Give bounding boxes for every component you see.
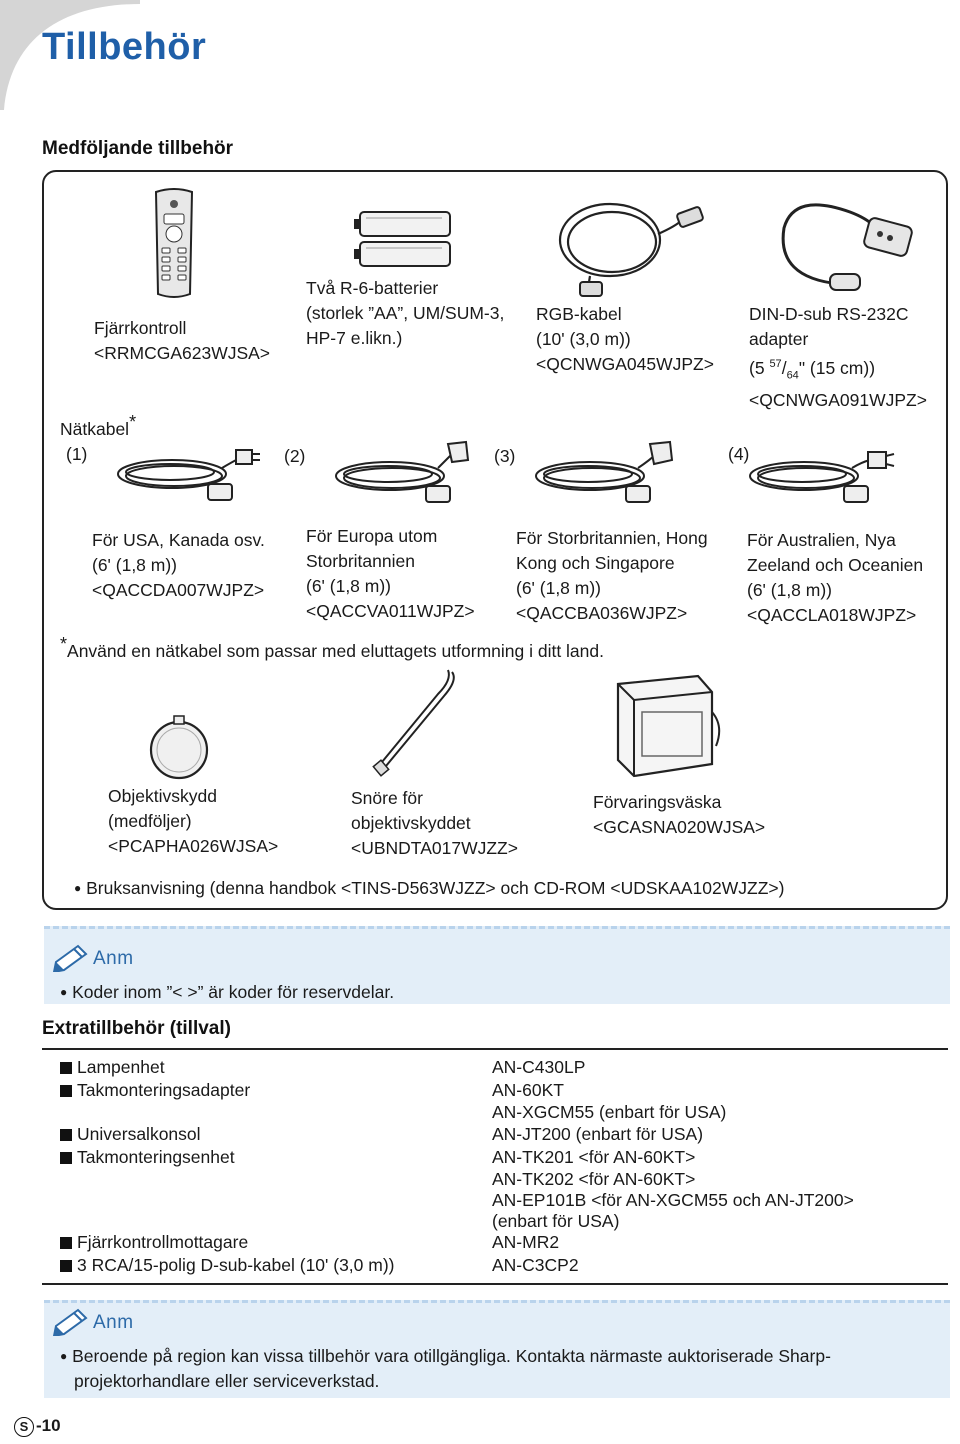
optional-code: AN-60KT [492, 1080, 564, 1100]
power-cable-2-image [335, 440, 470, 503]
optional-code: AN-JT200 (enbart för USA) [492, 1124, 704, 1144]
optional-item-ceiling-mount: Takmonteringsenhet [60, 1146, 235, 1168]
batteries-label: Två R-6-batterier (storlek ”AA”, UM/SUM-… [306, 278, 505, 348]
power-cable-label: Nätkabel* [60, 412, 137, 439]
strap-image [372, 669, 455, 777]
optional-code: AN-EP101B <för AN-XGCM55 och AN-JT200> [492, 1190, 854, 1210]
optional-code: AN-C3CP2 [492, 1255, 579, 1275]
power-cable-4-number: (4) [728, 444, 750, 464]
optional-divider-bottom [42, 1283, 948, 1285]
corner-decoration [0, 0, 140, 110]
power-cable-footnote: *Använd en nätkabel som passar med elutt… [60, 634, 604, 661]
din-adapter-image [781, 203, 913, 291]
power-cable-1-number: (1) [66, 444, 88, 464]
optional-item-remote-receiver: Fjärrkontrollmottagare [60, 1231, 248, 1253]
lens-cap-label: Objektivskydd (medföljer) <PCAPHA026WJSA… [108, 786, 279, 856]
power-cable-3-label: För Storbritannien, Hong Kong och Singap… [516, 528, 708, 623]
optional-item-universal-bracket: Universalkonsol [60, 1123, 201, 1145]
note-2-text: ● Beroende på region kan vissa tillbehör… [60, 1346, 831, 1391]
note-box-1 [44, 926, 950, 1004]
optional-code: AN-XGCM55 (enbart för USA) [492, 1102, 727, 1122]
included-heading: Medföljande tillbehör [42, 138, 234, 159]
optional-code: (enbart för USA) [492, 1211, 620, 1231]
din-adapter-label: DIN-D-sub RS-232C adapter (5 57/64" (15 … [749, 304, 927, 411]
optional-code: AN-TK202 <för AN-60KT> [492, 1169, 696, 1189]
optional-code: AN-MR2 [492, 1232, 560, 1252]
optional-item-rca-cable: 3 RCA/15-polig D-sub-kabel (10' (3,0 m)) [60, 1254, 395, 1276]
power-cable-1-label: För USA, Kanada osv. (6' (1,8 m)) <QACCD… [92, 530, 265, 600]
rgb-cable-label: RGB-kabel (10' (3,0 m)) <QCNWGA045WJPZ> [536, 304, 714, 374]
power-cable-3-number: (3) [494, 446, 516, 466]
power-cable-4-image [749, 451, 895, 503]
power-cable-2-number: (2) [284, 446, 306, 466]
remote-label: Fjärrkontroll <RRMCGA623WJSA> [94, 318, 271, 363]
remote-control-image [154, 188, 194, 298]
power-cable-4-label: För Australien, Nya Zeeland och Oceanien… [747, 530, 924, 625]
bag-label: Förvaringsväska <GCASNA020WJSA> [593, 792, 766, 837]
optional-code: AN-C430LP [492, 1057, 586, 1077]
note-1-text: ● Koder inom ”< >” är koder för reservde… [60, 982, 395, 1002]
page-number: S-10 [14, 1416, 61, 1437]
optional-divider [42, 1048, 948, 1050]
optional-item-lamp: Lampenhet [60, 1056, 165, 1078]
power-cable-1-image [117, 449, 260, 501]
optional-item-ceiling-adapter: Takmonteringsadapter [60, 1079, 250, 1101]
lens-cap-image [149, 715, 209, 780]
pencil-note-icon [52, 944, 88, 972]
batteries-image [354, 211, 451, 267]
pencil-note-icon [52, 1308, 88, 1336]
bag-image [616, 674, 721, 778]
strap-label: Snöre för objektivskyddet <UBNDTA017WJZZ… [351, 788, 518, 858]
optional-code: AN-TK201 <för AN-60KT> [492, 1147, 696, 1167]
rgb-cable-image [558, 202, 704, 297]
power-cable-2-label: För Europa utom Storbritannien (6' (1,8 … [306, 526, 475, 621]
note-2-label: Anm [93, 1312, 134, 1333]
included-accessories-box [42, 170, 948, 910]
page-title: Tillbehör [42, 26, 207, 68]
optional-heading: Extratillbehör (tillval) [42, 1018, 231, 1039]
note-box-2 [44, 1300, 950, 1398]
power-cable-3-image [535, 440, 674, 503]
manual-item: ● Bruksanvisning (denna handbok <TINS-D5… [74, 878, 785, 898]
note-1-label: Anm [93, 948, 134, 969]
